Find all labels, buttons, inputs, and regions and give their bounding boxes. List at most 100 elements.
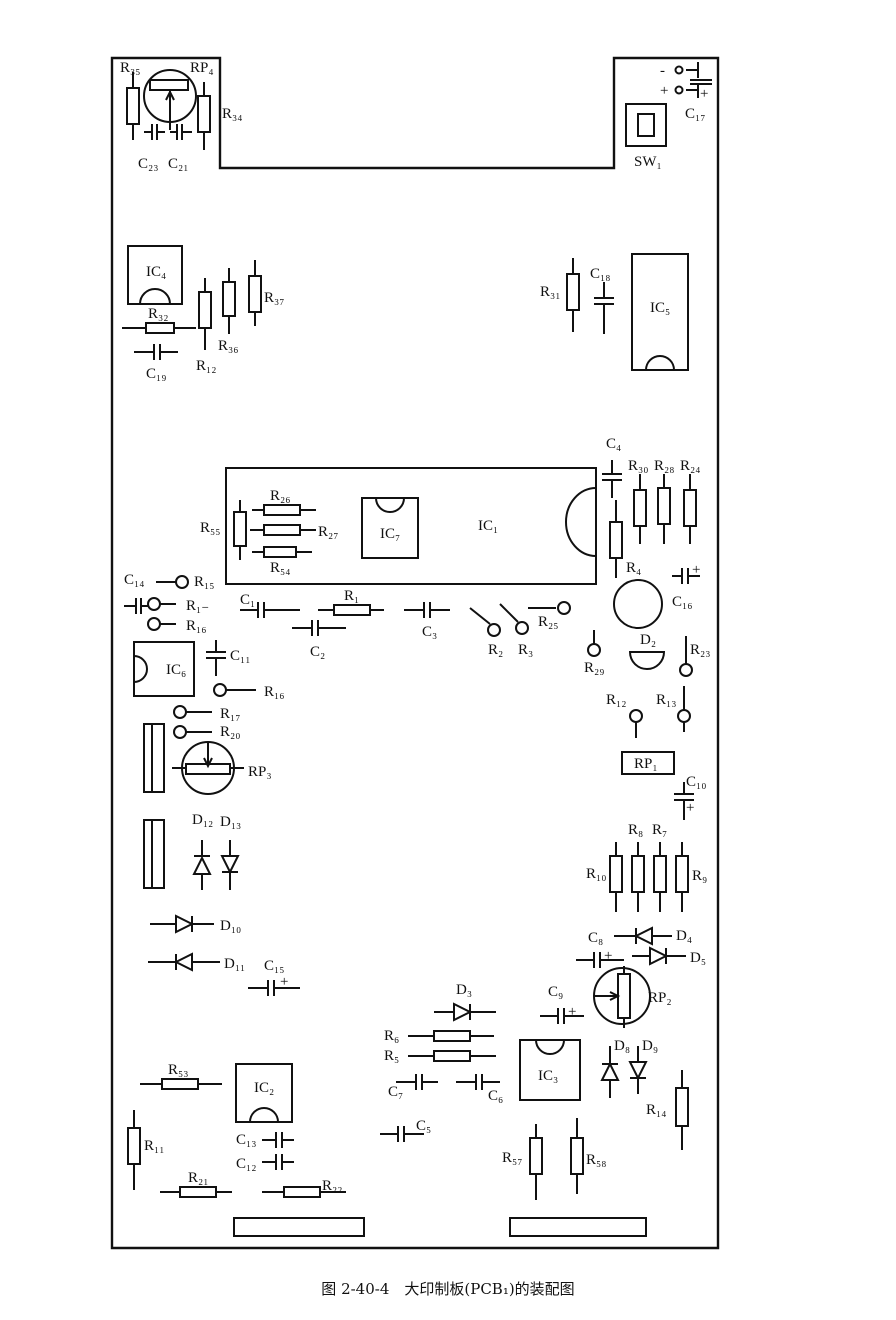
capacitor-c7: [396, 1074, 438, 1090]
label-c9: C₉: [548, 984, 563, 1000]
rp1-box: [621, 751, 675, 775]
pad-r23: [679, 636, 693, 677]
resistor-r11: [127, 1110, 141, 1190]
label-c23: C₂₃: [138, 156, 158, 172]
resistor-r24: [683, 474, 697, 544]
resistor-r34: [197, 82, 211, 150]
resistor-r4: [609, 500, 623, 578]
label-r12-top: R₁₂: [196, 358, 216, 374]
label-c15: C₁₅: [264, 958, 284, 974]
capacitor-c8: [576, 952, 624, 968]
label-r36: R₃₆: [218, 338, 238, 354]
diode-d10: [150, 914, 214, 934]
label-d10: D₁₀: [220, 918, 241, 934]
label-c16-plus: +: [692, 562, 700, 578]
resistor-r21: [160, 1186, 232, 1198]
label-d2: D₂: [640, 632, 656, 648]
label-r16: R₁₆: [264, 684, 284, 700]
label-c10-plus: +: [686, 800, 694, 816]
label-c18: C₁₈: [590, 266, 610, 282]
resistor-r32: [122, 322, 196, 334]
label-r57: R₅₇: [502, 1150, 522, 1166]
capacitor-c19: [134, 344, 178, 360]
pad-r16: [213, 683, 256, 697]
label-r37: R₃₇: [264, 290, 284, 306]
resistor-r8: [631, 842, 645, 912]
label-c8: C₈: [588, 930, 603, 946]
resistor-r31: [566, 258, 580, 332]
label-r6: R₆: [384, 1028, 399, 1044]
label-c17: C₁₇: [685, 106, 705, 122]
capacitor-c1: [240, 602, 300, 618]
connector-left-lower: [143, 819, 165, 889]
label-ic2: IC₂: [254, 1080, 274, 1096]
label-r11: R₁₁: [144, 1138, 164, 1154]
rp3-potentiometer: [172, 741, 244, 795]
label-r55: R₅₅: [200, 520, 220, 536]
label-r15: R₁₅: [194, 574, 214, 590]
resistor-r53: [140, 1078, 222, 1090]
label-r13: R₁₃: [656, 692, 676, 708]
label-c3: C₃: [422, 624, 437, 640]
label-d12: D₁₂: [192, 812, 213, 828]
resistor-r36: [222, 268, 236, 334]
chip-ic4: [127, 245, 183, 305]
capacitor-c2: [292, 620, 346, 636]
resistor-r1: [318, 604, 384, 616]
chip-ic5: [631, 253, 689, 371]
label-r34: R₃₄: [222, 106, 242, 122]
pad-r15: [156, 575, 189, 589]
label-c5: C₅: [416, 1118, 431, 1134]
label-r20: R₂₀: [220, 724, 240, 740]
label-d5: D₅: [690, 950, 706, 966]
pad-r13: [677, 686, 691, 732]
label-c14: C₁₄: [124, 572, 144, 588]
pad-r17: [173, 705, 212, 719]
resistor-r57: [529, 1124, 543, 1200]
label-c21: C₂₁: [168, 156, 188, 172]
label-r26: R₂₆: [270, 488, 290, 504]
label-r14: R₁₄: [646, 1102, 666, 1118]
resistor-r58: [570, 1118, 584, 1194]
label-c8-plus: +: [604, 948, 612, 964]
label-d8: D₈: [614, 1038, 630, 1054]
label-sw1: SW₁: [634, 154, 662, 170]
pad-r16-top: [147, 617, 176, 631]
label-plus-2: +: [700, 86, 708, 102]
chip-ic2: [235, 1063, 293, 1123]
chip-ic6: [133, 641, 195, 697]
chip-ic7: [361, 497, 419, 559]
label-minus: -: [660, 63, 665, 79]
label-c10: C₁₀: [686, 774, 706, 790]
capacitor-c13: [262, 1132, 294, 1148]
resistor-r14: [675, 1070, 689, 1150]
label-r23: R₂₃: [690, 642, 710, 658]
capacitor-c18: [594, 282, 614, 334]
label-d9: D₉: [642, 1038, 658, 1054]
rp4-potentiometer: [143, 69, 197, 130]
capacitor-c6: [456, 1074, 500, 1090]
pad-r12: [629, 709, 643, 738]
capacitor-c16: [672, 568, 700, 584]
label-rp1: RP₁: [634, 756, 658, 772]
label-r27: R₂₇: [318, 524, 338, 540]
capacitor-c14: [124, 598, 148, 614]
chip-ic1: [225, 467, 597, 585]
label-r54: R₅₄: [270, 560, 290, 576]
label-r16-top: R₁₆: [186, 618, 206, 634]
label-c16: C₁₆: [672, 594, 692, 610]
pad-r2: [469, 607, 501, 637]
label-r1: R₁: [344, 588, 359, 604]
label-plus: +: [660, 83, 668, 99]
label-r4: R₄: [626, 560, 641, 576]
label-r30: R₃₀: [628, 458, 648, 474]
label-r24: R₂₄: [680, 458, 700, 474]
capacitor-c12: [262, 1154, 294, 1170]
resistor-r26: [252, 504, 316, 516]
connector-bottom-right: [509, 1217, 647, 1237]
label-c15-plus: +: [280, 974, 288, 990]
capacitor-c15: [248, 980, 300, 996]
diode-d3: [434, 1002, 496, 1022]
resistor-r37: [248, 260, 262, 326]
